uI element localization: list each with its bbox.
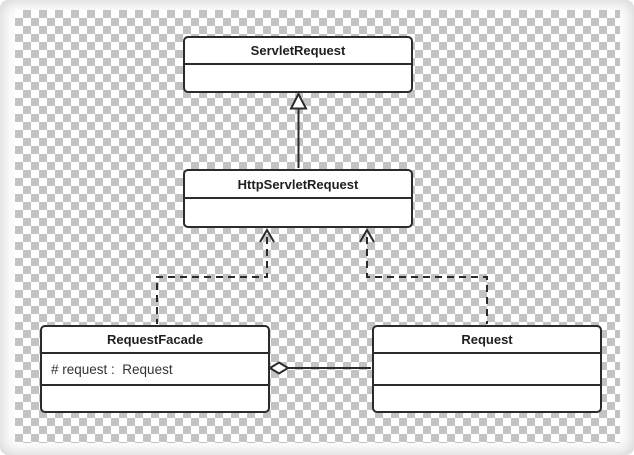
class-name: Request [461,332,513,347]
operations-compartment [374,384,600,411]
attributes-compartment [374,352,600,384]
class-name: HttpServletRequest [237,176,359,192]
class-box-servletrequest: ServletRequest [183,36,413,93]
attribute-request: # request : Request [51,361,173,377]
class-box-requestfacade: RequestFacade # request : Request [40,325,270,413]
attributes-compartment [185,63,411,91]
attributes-compartment [185,197,411,226]
class-box-httpservletrequest: HttpServletRequest [183,169,413,228]
class-box-request: Request [372,325,602,413]
operations-compartment [42,384,268,411]
transparency-checkerboard: ServletRequest HttpServletRequest Reques… [15,10,620,443]
class-name: RequestFacade [106,332,204,347]
class-name: ServletRequest [250,43,346,58]
attributes-compartment: # request : Request [42,352,268,384]
